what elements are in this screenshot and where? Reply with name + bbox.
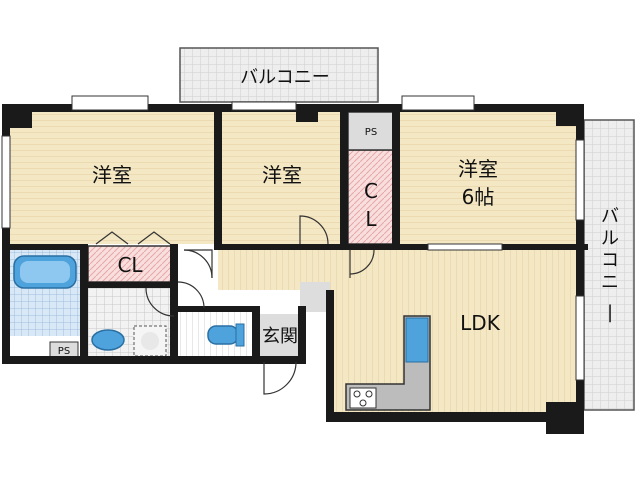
ldk-label: LDK	[460, 311, 501, 335]
room-west-label: 洋室	[92, 163, 132, 187]
bathtub-inner	[20, 261, 70, 283]
balcony-right-char-3: コ	[601, 250, 619, 271]
room-east	[398, 110, 578, 244]
balcony-right-char-4: ニ	[601, 272, 619, 293]
ps-bottom-label: PS	[58, 346, 70, 357]
balcony-right-char-2: ル	[601, 228, 619, 249]
stove-burner-3	[359, 399, 367, 407]
closet-center-label-c: C	[364, 179, 378, 203]
balcony-top	[179, 47, 379, 103]
washbasin-icon	[91, 329, 125, 351]
balcony-top-label: バルコニー	[240, 67, 330, 88]
toilet-icon	[207, 325, 239, 345]
stove-burner-1	[353, 390, 361, 398]
door-swings	[95, 215, 375, 395]
room-west	[10, 110, 216, 244]
entrance-floor	[258, 314, 302, 356]
room-center-label: 洋室	[262, 163, 302, 187]
ps-top-label: PS	[365, 127, 377, 138]
room-east-size: 6帖	[462, 185, 495, 209]
room-east-label: 洋室	[458, 157, 498, 181]
balcony-right	[583, 119, 635, 411]
entrance-label: 玄関	[262, 326, 298, 347]
stove-burner-2	[365, 390, 373, 398]
kitchen-sink-icon	[405, 317, 429, 363]
balcony-right-label: バ ル コ ニ |	[601, 206, 619, 323]
toilet-tank	[235, 323, 245, 347]
balcony-right-char-5: |	[607, 302, 613, 323]
windows	[1, 95, 585, 381]
closet-west-label: CL	[117, 253, 143, 277]
closet-center-label-l: L	[365, 207, 377, 231]
stove-icon	[349, 387, 377, 409]
room-center	[222, 110, 346, 244]
balcony-right-char-1: バ	[601, 206, 619, 227]
washing-machine-drum	[141, 332, 159, 350]
